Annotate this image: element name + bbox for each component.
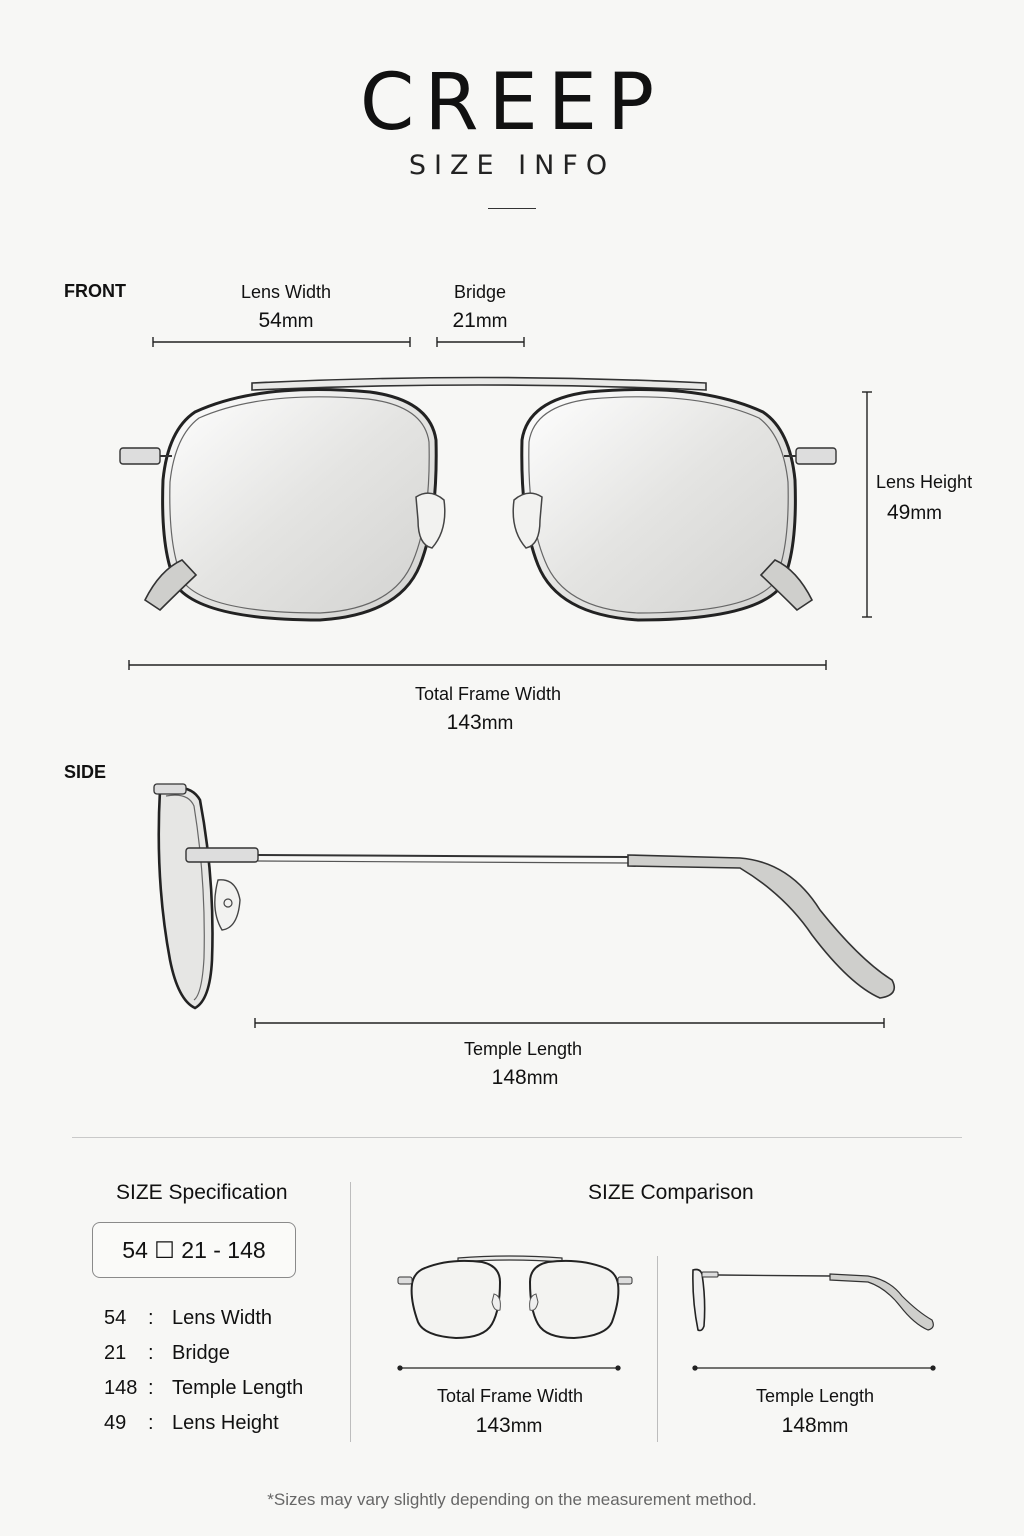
spec-row: 148 : Temple Length — [104, 1377, 304, 1399]
front-section-label: FRONT — [64, 281, 126, 301]
comparison-front-value: 143mm — [475, 1414, 543, 1437]
footnote: *Sizes may vary slightly depending on th… — [267, 1490, 757, 1509]
spec-row: 21 : Bridge — [104, 1342, 230, 1364]
lens-width-value: 54mm — [258, 309, 314, 332]
temple-length-value: 148mm — [491, 1066, 559, 1089]
bridge-label: Bridge — [453, 282, 507, 302]
front-glasses-illustration — [119, 376, 837, 622]
spec-heading: SIZE Specification — [116, 1181, 288, 1204]
lens-height-value: 49mm — [887, 501, 943, 524]
comparison-divider — [657, 1256, 658, 1442]
page-subtitle: SIZE INFO — [408, 150, 616, 181]
bridge-value: 21mm — [452, 309, 508, 332]
temple-length-label: Temple Length — [463, 1039, 583, 1059]
comparison-side-value: 148mm — [781, 1414, 849, 1437]
comparison-front-label: Total Frame Width — [436, 1386, 584, 1406]
total-frame-width-value: 143mm — [446, 711, 514, 734]
brand-title: CREEP — [359, 58, 665, 148]
comparison-heading: SIZE Comparison — [588, 1181, 754, 1204]
side-glasses-illustration — [153, 783, 896, 1028]
spec-row: 54 : Lens Width — [104, 1307, 273, 1329]
comparison-side-label: Temple Length — [755, 1386, 875, 1406]
column-divider — [350, 1182, 351, 1442]
lens-height-label: Lens Height — [876, 472, 973, 492]
lens-width-label: Lens Width — [240, 282, 332, 302]
size-code-box: 54 ☐ 21 - 148 — [92, 1222, 296, 1278]
side-section-label: SIDE — [64, 762, 107, 782]
total-frame-width-label: Total Frame Width — [414, 684, 562, 704]
section-divider — [72, 1137, 962, 1138]
title-divider — [488, 208, 536, 209]
spec-row: 49 : Lens Height — [104, 1412, 279, 1434]
